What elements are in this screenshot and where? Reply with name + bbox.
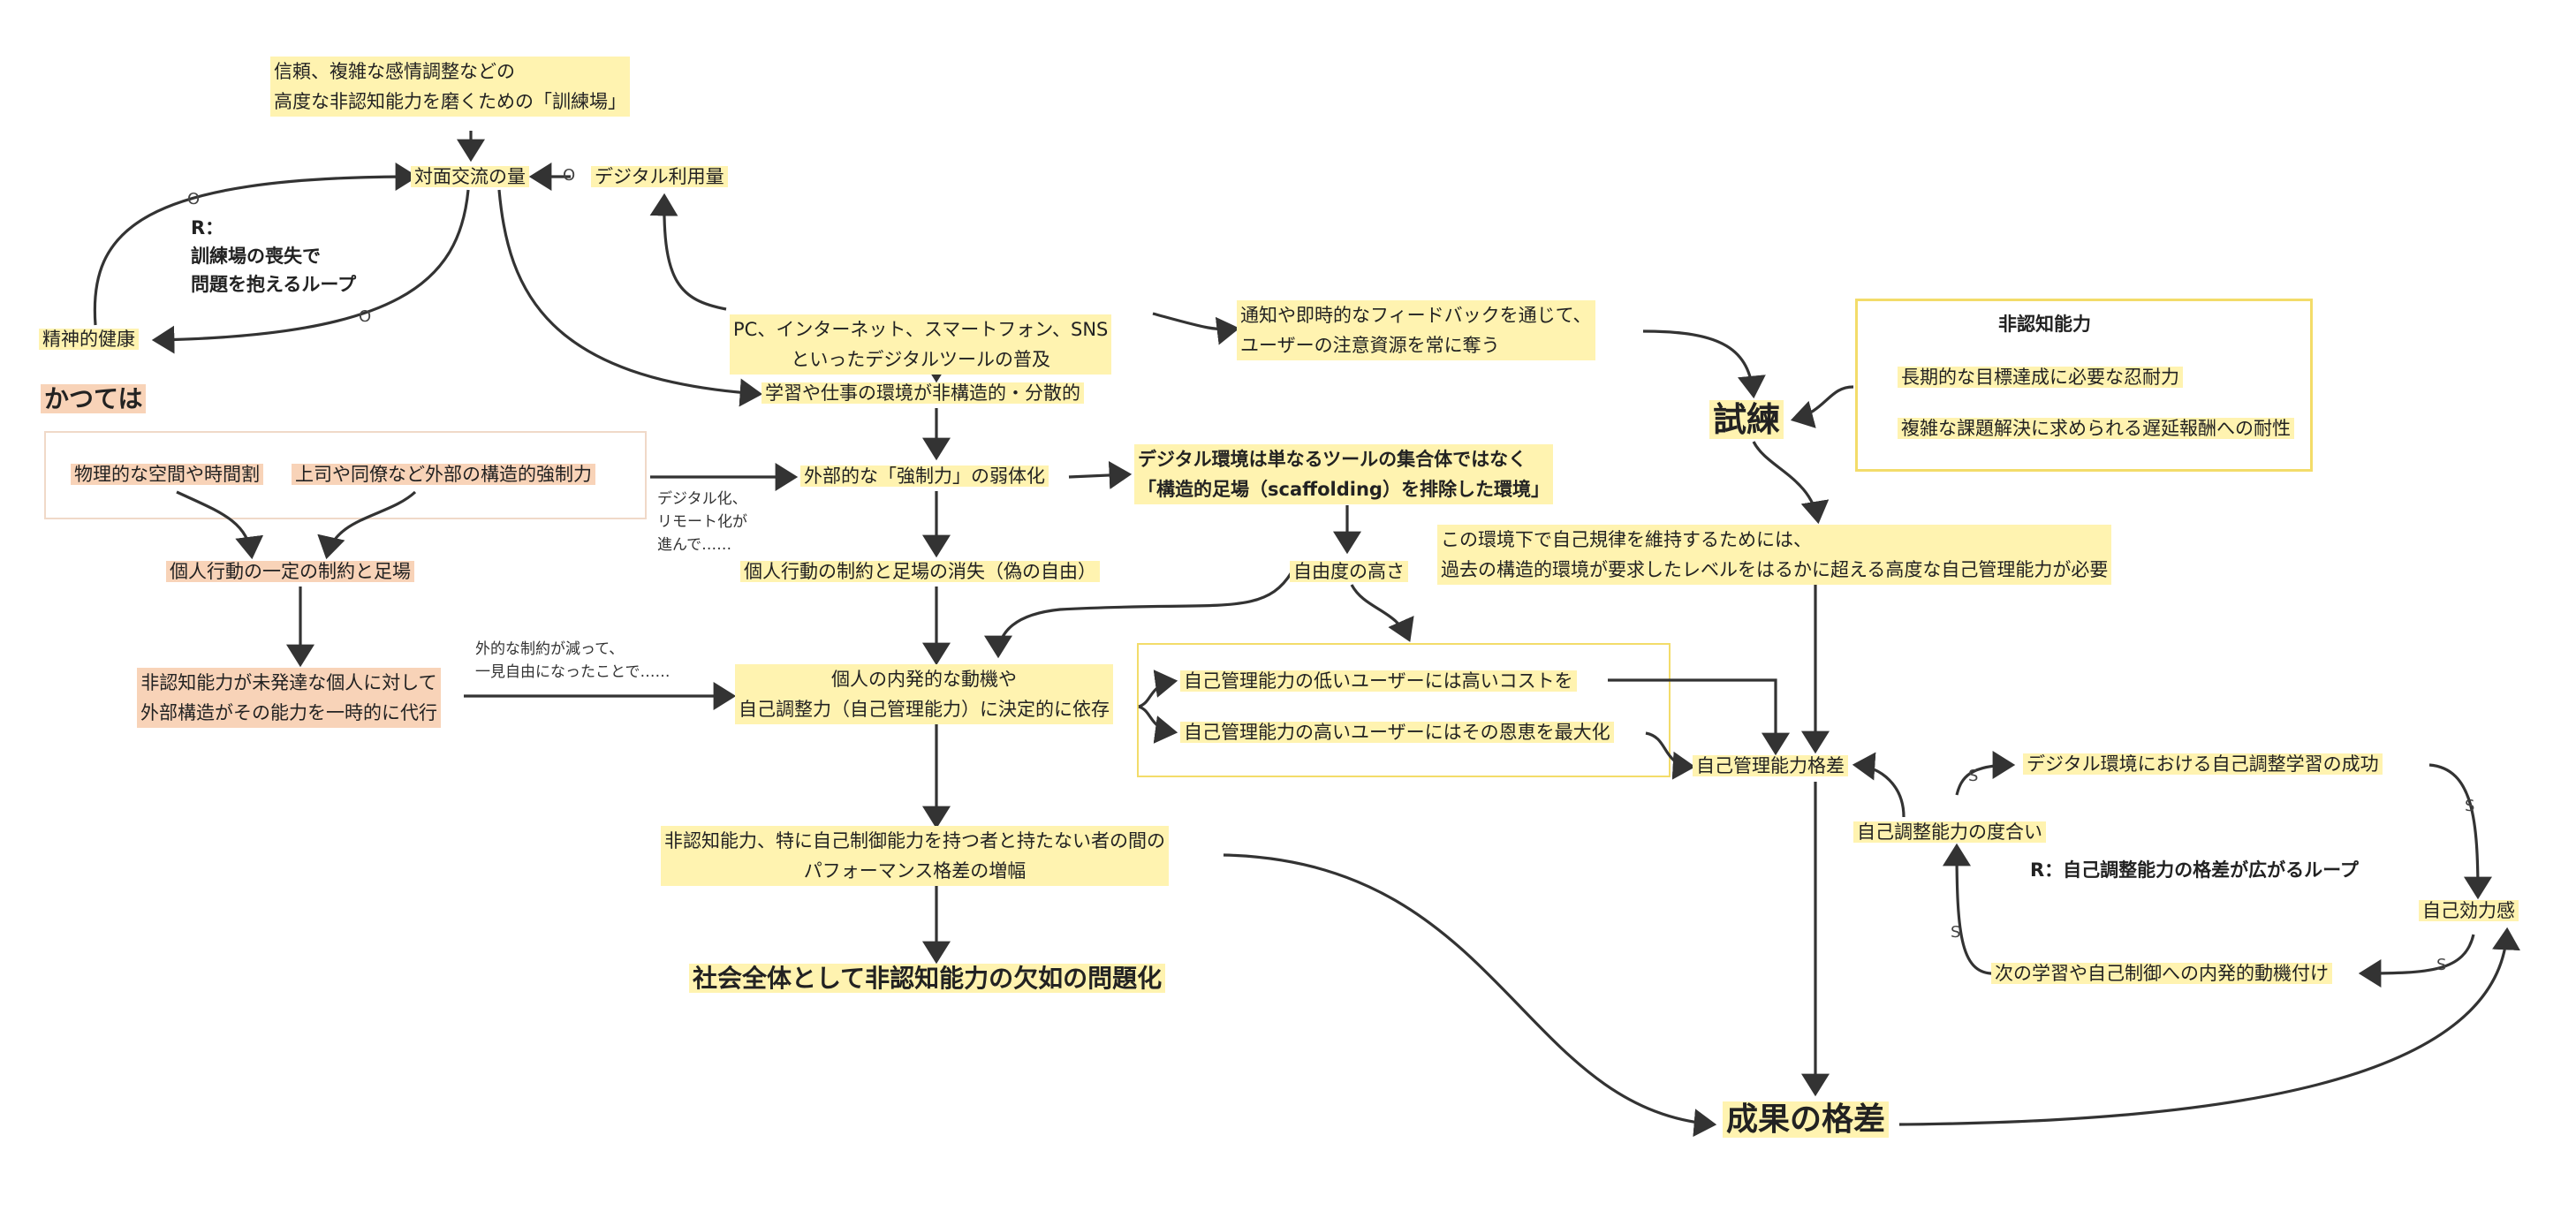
edge-noncog-to-trial (1790, 385, 1854, 428)
edge-degree-to-success (1955, 751, 2016, 796)
outer-constraints-box (44, 431, 647, 519)
node-society: 社会全体として非認知能力の欠如の問題化 (689, 961, 1166, 996)
node-constraint-scaffold: 個人行動の一定の制約と足場 (166, 556, 414, 587)
edge-success-to-efficacy (2428, 763, 2492, 900)
node-high-benefit: 自己管理能力の高いユーザーにはその恩恵を最大化 (1180, 717, 1614, 747)
edge-physical-to-constraint (176, 490, 264, 560)
node-self-discipline: この環境下で自己規律を維持するためには、 過去の構造的環境が要求したレベルをはる… (1437, 525, 2112, 585)
node-digital-usage: デジタル利用量 (591, 162, 728, 192)
node-success-digital: デジタル環境における自己調整学習の成功 (2023, 749, 2383, 779)
edge-tools-to-digital (649, 193, 727, 311)
edge-face-to-unstructured (497, 189, 763, 407)
node-intrinsic: 個人の内発的な動機や 自己調整力（自己管理能力）に決定的に依存 (735, 664, 1113, 724)
edge-mental-to-face (93, 163, 419, 326)
edge-lowcost-to-gap (1608, 678, 1790, 756)
noncog-box (1855, 299, 2313, 472)
edge-degree-to-gap (1852, 752, 1905, 818)
polarity-o-3: O (359, 307, 372, 326)
node-unstructured: 学習や仕事の環境が非構造的・分散的 (761, 378, 1084, 408)
node-freedom: 自由度の高さ (1290, 556, 1408, 587)
node-training-ground: 信頼、複雑な感情調整などの 高度な非認知能力を磨くための「訓練場」 (270, 57, 630, 117)
node-digital-tools: PC、インターネット、スマートフォン、SNS といったデジタルツールの普及 (730, 284, 1112, 375)
node-self-mgmt-gap: 自己管理能力格差 (1693, 751, 1848, 781)
node-low-cost: 自己管理能力の低いユーザーには高いコストを (1180, 666, 1577, 696)
node-scaffolding: デジタル環境は単なるツールの集合体ではなく 「構造的足場（scaffolding… (1134, 444, 1553, 504)
edge-external-to-scaffold (1068, 461, 1133, 489)
polarity-o-2: O (563, 166, 576, 185)
node-loss-of-constraint: 個人行動の制約と足場の消失（偽の自由） (740, 556, 1100, 587)
node-mental-health: 精神的健康 (39, 324, 139, 354)
edge-boss-to-constraint (317, 490, 417, 560)
note-digitalization: デジタル化、 リモート化が 進んで…… (657, 490, 747, 554)
polarity-s-2: S (2465, 797, 2475, 815)
edge-intrinsic-next-to-degree (1943, 843, 1997, 975)
node-trial: 試練 (1709, 396, 1784, 443)
noncog-item-1: 長期的な目標達成に必要な忍耐力 (1898, 362, 2183, 392)
user-effects-box (1137, 643, 1671, 777)
node-outcome-gap: 成果の格差 (1723, 1097, 1890, 1143)
edge-freedom-to-intrinsic (984, 571, 1293, 659)
node-intrinsic-next: 次の学習や自己制御への内発的動機付け (1991, 958, 2332, 988)
noncog-box-title: 非認知能力 (1998, 314, 2091, 335)
node-self-reg-degree: 自己調整能力の度合い (1853, 817, 2046, 847)
edge-trial-to-discipline (1752, 441, 1830, 525)
polarity-s-3: S (2436, 956, 2447, 974)
node-notifications: 通知や即時的なフィードバックを通じて、 ユーザーの注意資源を常に奪う (1237, 300, 1595, 360)
node-performance-gap: 非認知能力、特に自己制御能力を持つ者と持たない者の間の パフォーマンス格差の増幅 (661, 826, 1169, 886)
edge-efficacy-to-intrinsic-next (2358, 934, 2475, 988)
node-boss-peers: 上司や同僚など外部の構造的強制力 (292, 459, 595, 489)
note-fewer-constraints: 外的な制約が減って、 一見自由になったことで…… (475, 640, 671, 681)
edge-performance-to-outcome (1223, 853, 1717, 1138)
edge-face-to-mental (151, 189, 470, 354)
node-self-efficacy: 自己効力感 (2419, 896, 2519, 926)
heading-formerly: かつては (41, 382, 147, 417)
edge-notif-to-trial (1642, 329, 1766, 399)
edge-tools-to-notif (1152, 312, 1240, 345)
node-physical-space: 物理的な空間や時間割 (71, 459, 263, 489)
edge-freedom-to-box (1350, 584, 1414, 642)
polarity-o-1: O (187, 190, 201, 208)
polarity-s-4: S (1951, 923, 1961, 942)
loop-r2-label: R：自己調整能力の格差が広がるループ (2030, 859, 2359, 881)
node-external-force: 外部的な「強制力」の弱体化 (800, 461, 1049, 491)
edge-box-left-high (1138, 705, 1178, 744)
edge-box-left-low (1138, 670, 1178, 708)
edge-outcome-to-efficacy (1898, 927, 2520, 1126)
edge-highbenefit-to-gap (1645, 731, 1696, 780)
noncog-item-2: 複雑な課題解決に求められる遅延報酬への耐性 (1898, 413, 2294, 443)
node-external-structure: 非認知能力が未発達な個人に対して 外部構造がその能力を一時的に代行 (137, 668, 441, 728)
polarity-s-1: S (1968, 767, 1979, 785)
node-face-to-face: 対面交流の量 (411, 162, 529, 192)
loop-r1-label: R： 訓練場の喪失で 問題を抱えるループ (191, 217, 357, 295)
